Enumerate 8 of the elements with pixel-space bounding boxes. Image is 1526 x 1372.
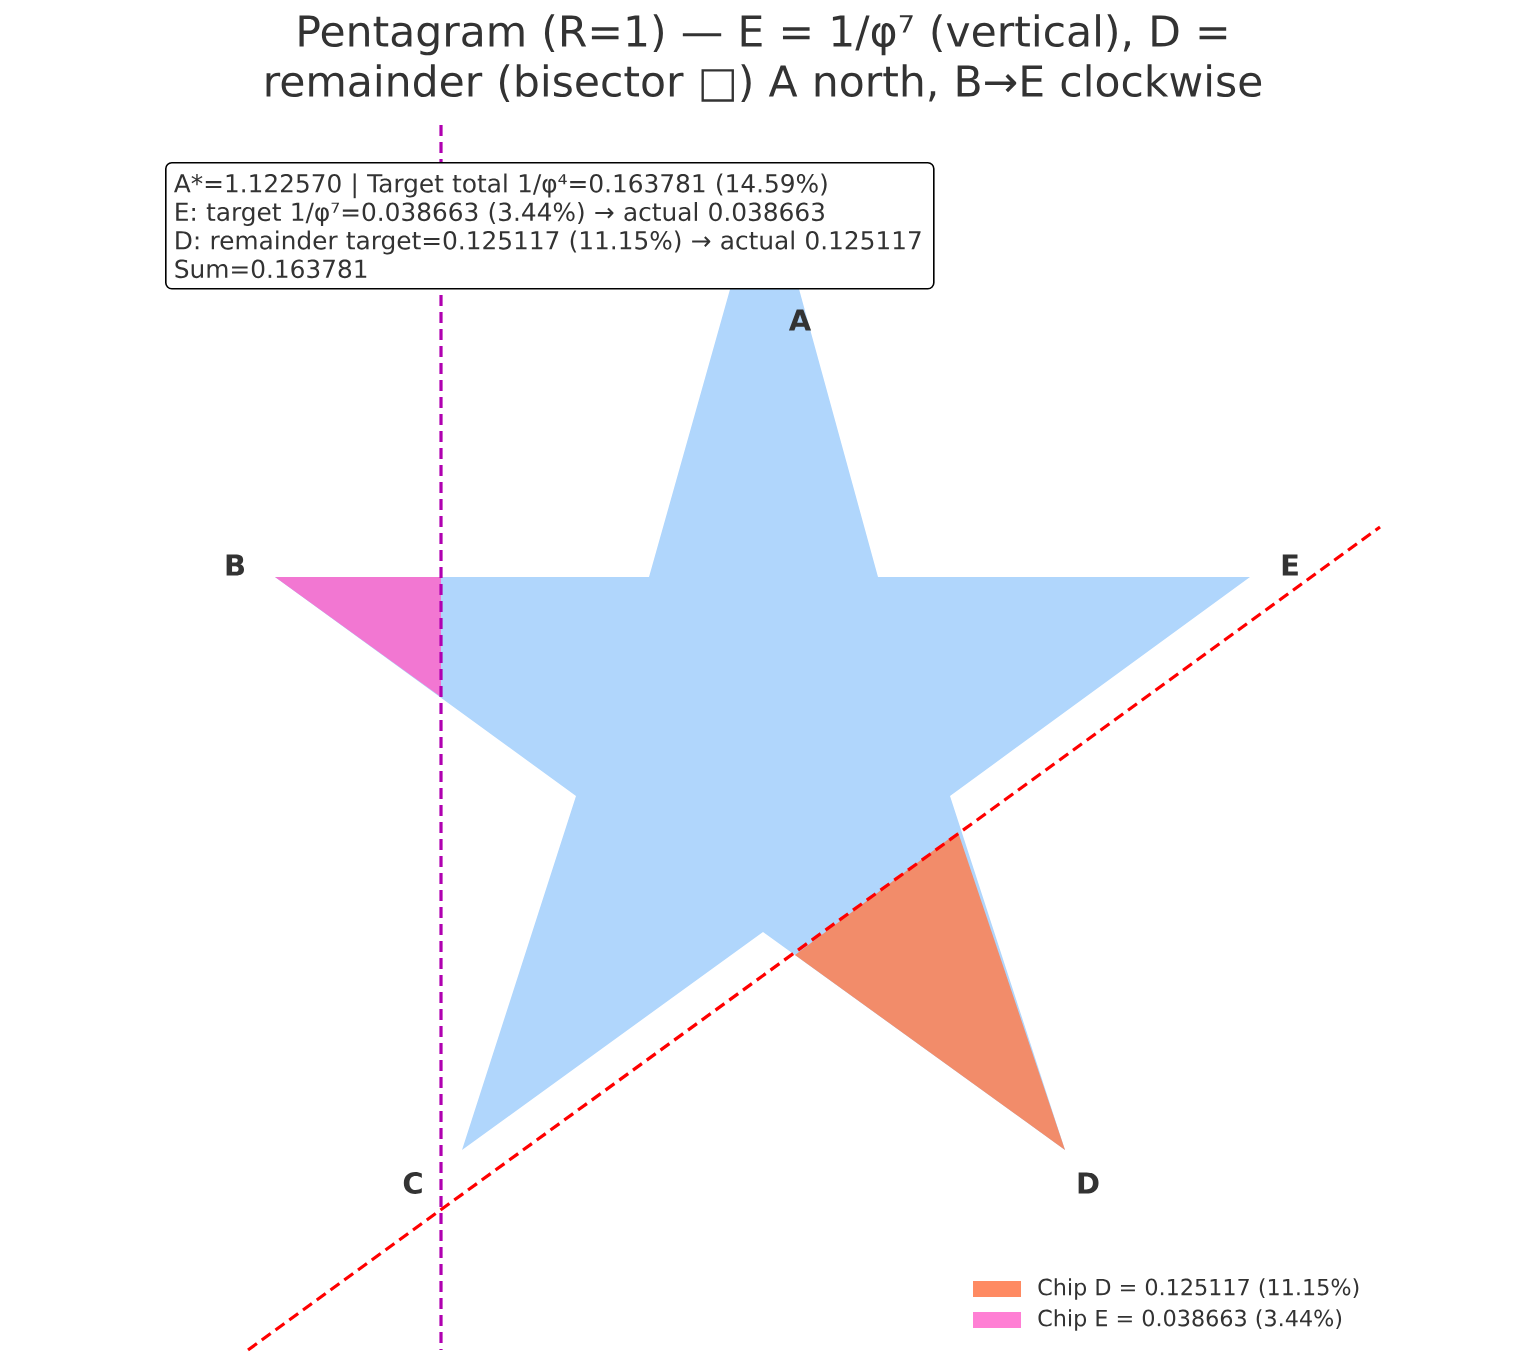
vertex-label: B (226, 554, 244, 576)
vertex-label: D (1078, 1172, 1099, 1194)
title: Pentagram (R=1) — E = 1/φ⁷ (vertical), D = remainder (bisector □) A north, B→E clockwise (266, 14, 1262, 103)
vertex-label: E (1282, 554, 1298, 576)
vertex-label: C (403, 1172, 422, 1194)
info-box: A*=1.122570 | Target total 1/φ⁴=0.163781 (14.59%) E: target 1/φ⁷=0.038663 (3.44%) → actual 0.038663 D: remainder target=0.125117 (11.15%) → actual 0.125117 Sum=0.163781 (165, 162, 935, 290)
legend-label: Chip D = 0.125117 (11.15%) (1038, 1278, 1359, 1300)
legend-label: Chip E = 0.038663 (3.44%) (1038, 1309, 1342, 1331)
